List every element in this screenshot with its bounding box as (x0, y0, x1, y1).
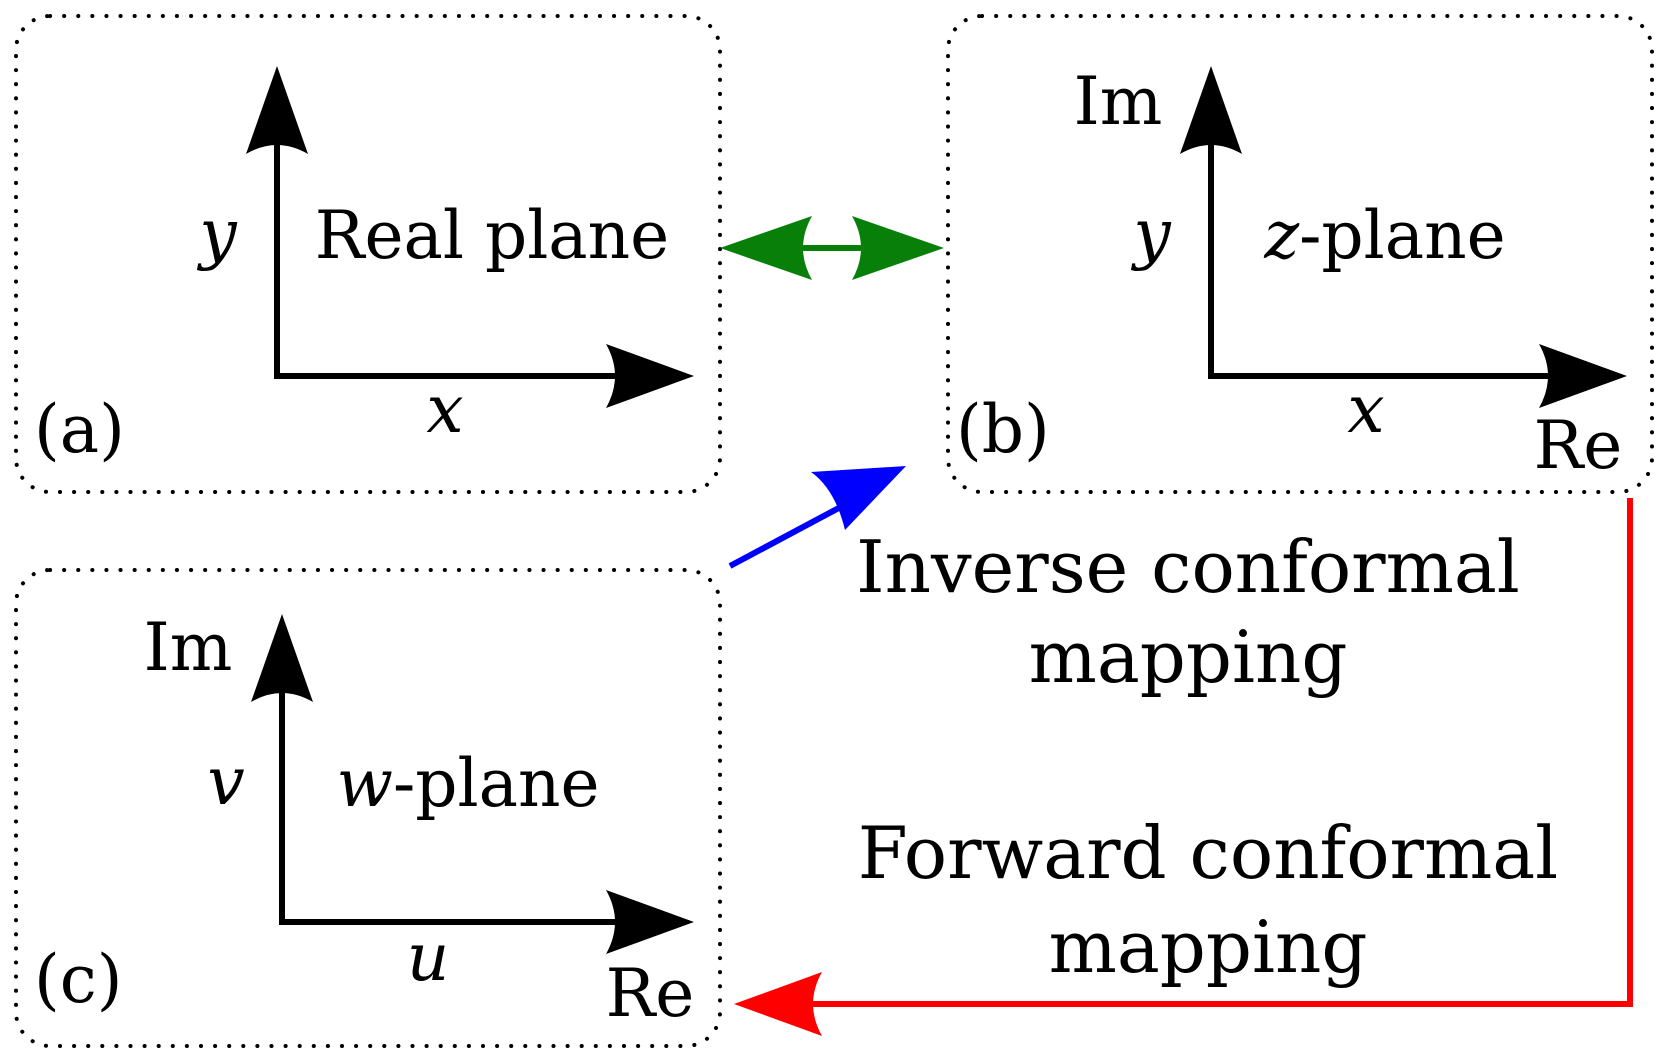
panel-b-title-rest: -plane (1299, 197, 1506, 274)
panel-b-im-label: Im (1074, 63, 1163, 140)
panel-b-border (946, 14, 1654, 494)
panel-a-x-label: x (426, 371, 463, 448)
panel-c-x-label: u (407, 919, 450, 996)
forward-mapping-arrow-path (800, 498, 1633, 1007)
panel-c-title-var: w (336, 745, 393, 822)
panel-b-tag: (b) (956, 391, 1050, 468)
panel-c-re-label: Re (606, 955, 695, 1032)
equivalence-double-arrow (720, 216, 944, 280)
panel-c-y-label: v (207, 743, 244, 820)
panel-c-title-rest: -plane (393, 745, 600, 822)
panel-a-x-arrowhead (606, 344, 694, 408)
inverse-mapping-arrow-shaft (728, 499, 852, 569)
panel-a-y-label: y (196, 195, 237, 272)
inverse-mapping-arrowhead (811, 466, 906, 530)
equivalence-arrowhead-left (720, 216, 812, 280)
forward-mapping-arrowhead (734, 972, 822, 1036)
panel-a: y Real plane x (a) (14, 14, 722, 494)
panel-b-x-label: x (1347, 371, 1384, 448)
panel-c-border (14, 568, 722, 1048)
panel-a-tag: (a) (34, 391, 125, 468)
forward-mapping-label-line2: mapping (1049, 905, 1368, 989)
inverse-mapping-label-line2: mapping (1029, 615, 1348, 699)
inverse-mapping-label-line1: Inverse conformal (856, 525, 1520, 609)
panel-b-y-arrowhead (1180, 66, 1242, 154)
panel-a-title: Real plane (315, 197, 669, 274)
equivalence-arrowhead-right (852, 216, 944, 280)
panel-c-x-arrowhead (606, 890, 694, 954)
panel-c-tag: (c) (34, 941, 122, 1018)
panel-b-title-var: z (1263, 197, 1300, 274)
forward-mapping-label-line1: Forward conformal (858, 811, 1558, 895)
panel-c-y-arrowhead (251, 614, 313, 702)
panel-b-title: z-plane (1263, 197, 1505, 274)
panel-c-im-label: Im (144, 609, 233, 686)
panel-b: Im y z-plane x (b) Re (946, 14, 1654, 494)
forward-mapping: Forward conformal mapping (734, 498, 1633, 1036)
panel-c-title: w-plane (336, 745, 599, 822)
panel-b-x-arrowhead (1539, 344, 1627, 408)
panel-b-y-label: y (1130, 195, 1171, 272)
panel-b-re-label: Re (1534, 407, 1623, 484)
inverse-mapping: Inverse conformal mapping (728, 466, 1520, 699)
panel-c: Im v w-plane u (c) Re (14, 568, 722, 1048)
panel-a-y-arrowhead (246, 66, 308, 154)
panel-a-border (14, 14, 722, 494)
